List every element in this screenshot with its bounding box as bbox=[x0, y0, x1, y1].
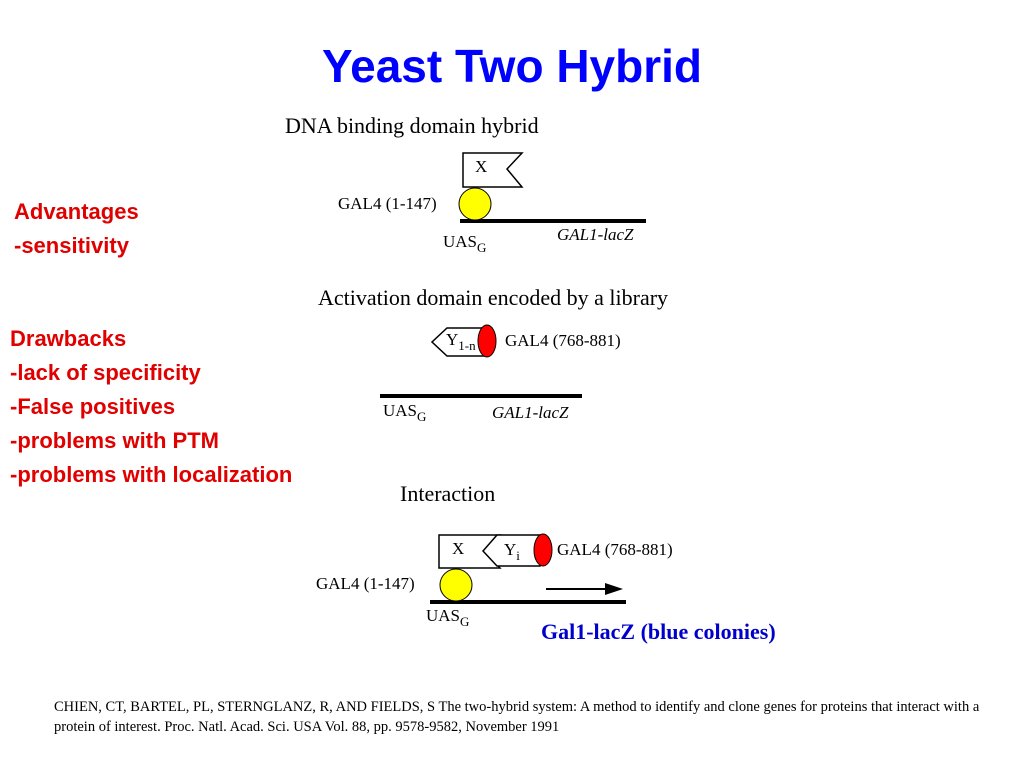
protein-x-label: X bbox=[475, 157, 488, 176]
uas-label: UASG bbox=[383, 401, 427, 424]
page-title: Yeast Two Hybrid bbox=[321, 40, 703, 92]
gal4-ad-label: GAL4 (768-881) bbox=[505, 331, 621, 350]
protein-y-label: Yi bbox=[504, 540, 520, 563]
protein-x-label: X bbox=[452, 539, 465, 558]
protein-x-flag bbox=[462, 152, 524, 188]
protein-y-flag bbox=[481, 534, 541, 567]
gal4-ad-label: GAL4 (768-881) bbox=[557, 540, 673, 559]
reporter-label: GAL1-lacZ bbox=[557, 225, 634, 244]
advantages-block: Advantages -sensitivity bbox=[14, 195, 139, 263]
uas-label: UASG bbox=[426, 606, 470, 629]
drawbacks-item: -problems with PTM bbox=[10, 428, 219, 453]
gal4-dbd-label: GAL4 (1-147) bbox=[338, 194, 437, 213]
drawbacks-block: Drawbacks -lack of specificity -False po… bbox=[10, 322, 292, 492]
panel2-caption: Activation domain encoded by a library bbox=[318, 285, 669, 310]
reporter-label: GAL1-lacZ bbox=[492, 403, 569, 422]
result-caption: Gal1-lacZ (blue colonies) bbox=[541, 619, 776, 644]
uas-label: UASG bbox=[443, 232, 487, 255]
gal4-dbd-circle bbox=[458, 187, 492, 221]
gal4-dbd-circle bbox=[439, 568, 473, 602]
protein-y-label: Y1-n bbox=[446, 330, 476, 353]
advantages-item: -sensitivity bbox=[14, 233, 129, 258]
drawbacks-item: -False positives bbox=[10, 394, 176, 419]
gal4-dbd-label: GAL4 (1-147) bbox=[316, 574, 415, 593]
advantages-heading: Advantages bbox=[14, 199, 139, 224]
reference-citation: CHIEN, CT, BARTEL, PL, STERNGLANZ, R, AN… bbox=[54, 699, 980, 735]
gal4-ad-ellipse bbox=[533, 533, 553, 567]
drawbacks-item: -problems with localization bbox=[10, 462, 293, 487]
gal4-ad-ellipse bbox=[477, 324, 497, 358]
panel3-caption: Interaction bbox=[400, 481, 496, 506]
panel1-caption: DNA binding domain hybrid bbox=[285, 113, 539, 138]
drawbacks-heading: Drawbacks bbox=[10, 326, 127, 351]
transcription-arrowhead bbox=[605, 583, 623, 595]
drawbacks-item: -lack of specificity bbox=[10, 360, 201, 385]
